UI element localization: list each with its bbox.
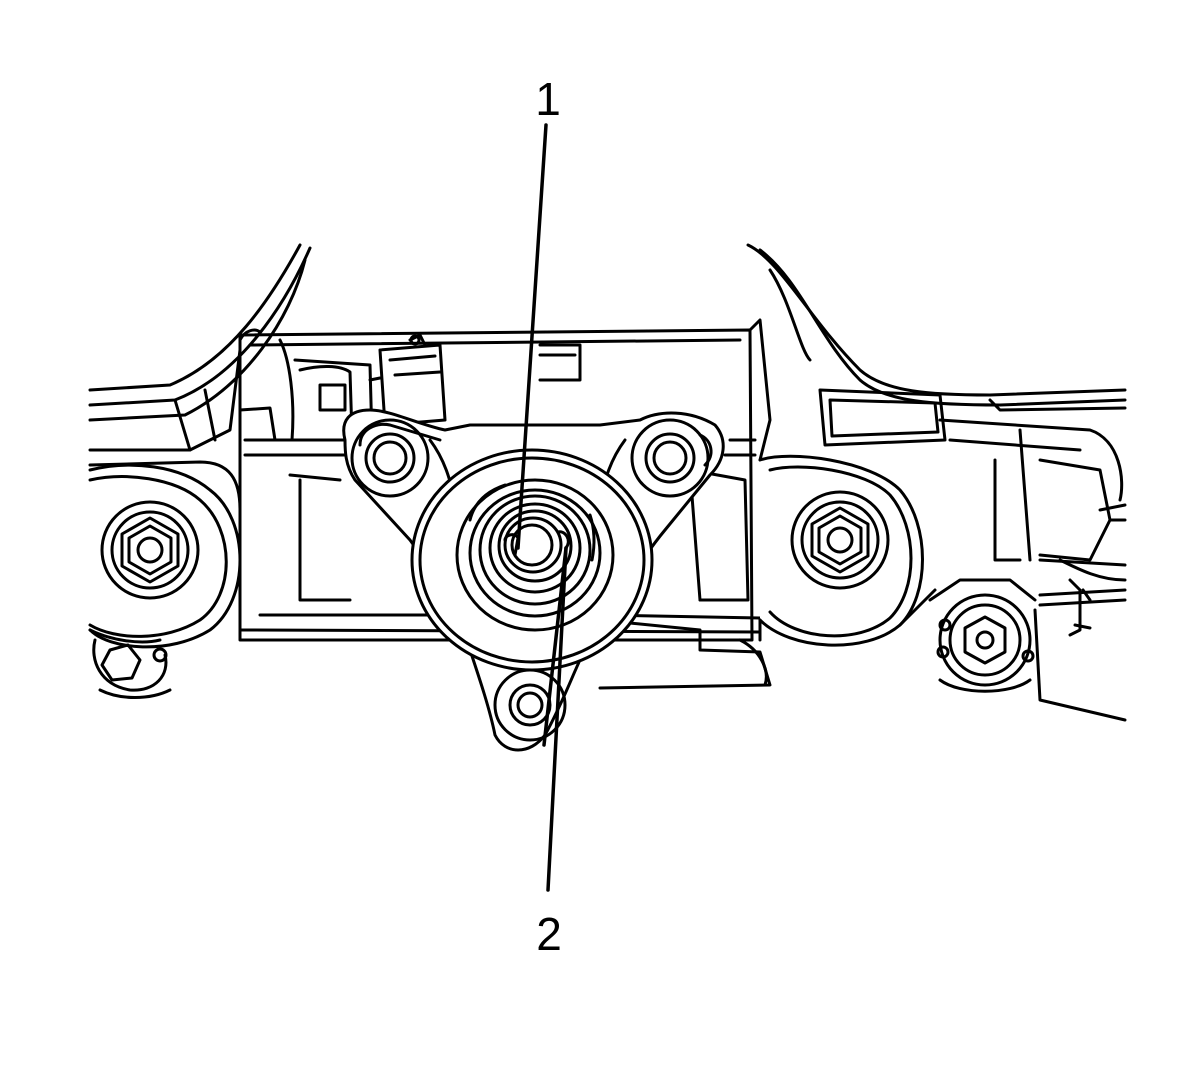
left-subframe-arm bbox=[88, 243, 312, 699]
callout-label-2: 2 bbox=[536, 908, 562, 960]
callout-leaders bbox=[516, 123, 568, 892]
callout-1-leader-line bbox=[516, 123, 548, 550]
callout-2-leader-secondary bbox=[542, 546, 568, 747]
pinion-assembly bbox=[410, 448, 654, 672]
steering-gear-left-section bbox=[278, 333, 447, 442]
callout-label-1: 1 bbox=[535, 73, 561, 125]
callout-2-leader-line bbox=[546, 546, 568, 892]
right-subframe-arm bbox=[746, 243, 1127, 722]
